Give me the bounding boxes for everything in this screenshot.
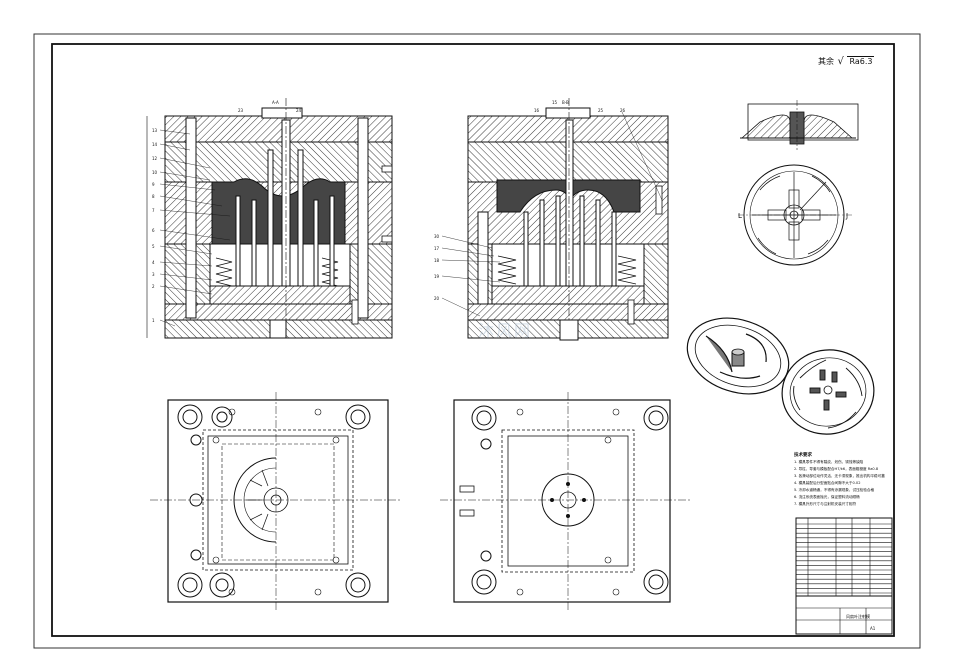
callout-label: 30	[434, 234, 440, 239]
tech-title: 技术要求	[794, 453, 812, 458]
roughness-value: Ra6.3	[847, 56, 875, 66]
watermark: 沐风网	[478, 321, 532, 340]
callout-label: 19	[434, 274, 440, 279]
tech-line: 5. 冷却水道畅通，不得有渗漏现象，试压检验合格	[794, 488, 875, 492]
callout-label: 14	[152, 142, 158, 147]
tech-line: 6. 浇注系统表面抛光，保证塑料流动顺畅	[794, 495, 860, 499]
callout-label: 7	[152, 208, 155, 213]
section-mark: L	[738, 212, 742, 220]
left-leaders	[159, 129, 231, 327]
callout-label: 16	[534, 108, 540, 113]
roughness-note: 其余 √ Ra6.3	[818, 56, 875, 67]
section-label: A-A	[272, 100, 279, 105]
roughness-icon: √	[837, 56, 844, 67]
callout-label: 12	[152, 156, 158, 161]
right-leaders	[441, 111, 663, 317]
title-block-sheet: A1	[870, 626, 876, 631]
right-plan-view	[440, 392, 690, 610]
callout-label: 8	[152, 194, 155, 199]
callout-label: 18	[434, 258, 440, 263]
tech-line: 7. 模具外形尺寸与注射机安装尺寸相符	[794, 502, 857, 506]
callout-label: 5	[152, 244, 155, 249]
title-block-name: 风扇叶注射模	[846, 613, 870, 619]
callout-label: 9	[152, 182, 155, 187]
tech-line: 2. 导柱、导套与模板配合H7/k6，表面粗糙度 Ra0.8	[794, 467, 879, 471]
callout-label: 1	[152, 318, 155, 323]
callout-label: 13	[152, 128, 158, 133]
right-callouts: 30 17 18 19 20 B-B 16 15 25 26	[434, 100, 626, 301]
part-isometric-2	[781, 349, 875, 435]
roughness-prefix: 其余	[818, 57, 834, 66]
callout-label: 10	[152, 170, 158, 175]
part-plan-view	[738, 164, 852, 266]
tech-line: 4. 模具装配后分型面贴合间隙不大于0.02	[794, 481, 861, 485]
tech-line: 3. 各滑动部位动作灵活，无卡滞现象，推出机构平稳可靠	[794, 474, 885, 478]
callout-label: 17	[434, 246, 440, 251]
outer-frame	[33, 33, 921, 649]
inner-frame	[51, 43, 895, 637]
callout-label: 6	[152, 228, 155, 233]
callout-label: 4	[152, 260, 155, 265]
callout-label: 3	[152, 272, 155, 277]
left-plan-view	[150, 392, 400, 610]
callout-label: 23	[238, 108, 244, 113]
callout-label: 26	[620, 108, 626, 113]
bill-of-materials	[795, 517, 893, 635]
left-callouts: 13 14 12 10 9 8 7 6 5 4 3 2 1 A-A 23 24	[152, 100, 302, 323]
callout-label: 15	[552, 100, 558, 105]
callout-label: 2	[152, 284, 155, 289]
section-label: B-B	[562, 100, 569, 105]
callout-label: 24	[296, 108, 302, 113]
right-section-view	[467, 98, 669, 341]
part-isometric-1	[686, 317, 790, 395]
part-section-view	[740, 100, 859, 150]
technical-requirements: 技术要求 1. 模具零件不得有裂纹、划伤、锈蚀等缺陷 2. 导柱、导套与模板配合…	[794, 452, 894, 508]
callout-label: 25	[598, 108, 604, 113]
left-section-view	[146, 98, 393, 339]
tech-line: 1. 模具零件不得有裂纹、划伤、锈蚀等缺陷	[794, 460, 864, 464]
section-mark: J	[845, 212, 848, 220]
callout-label: 20	[434, 296, 440, 301]
